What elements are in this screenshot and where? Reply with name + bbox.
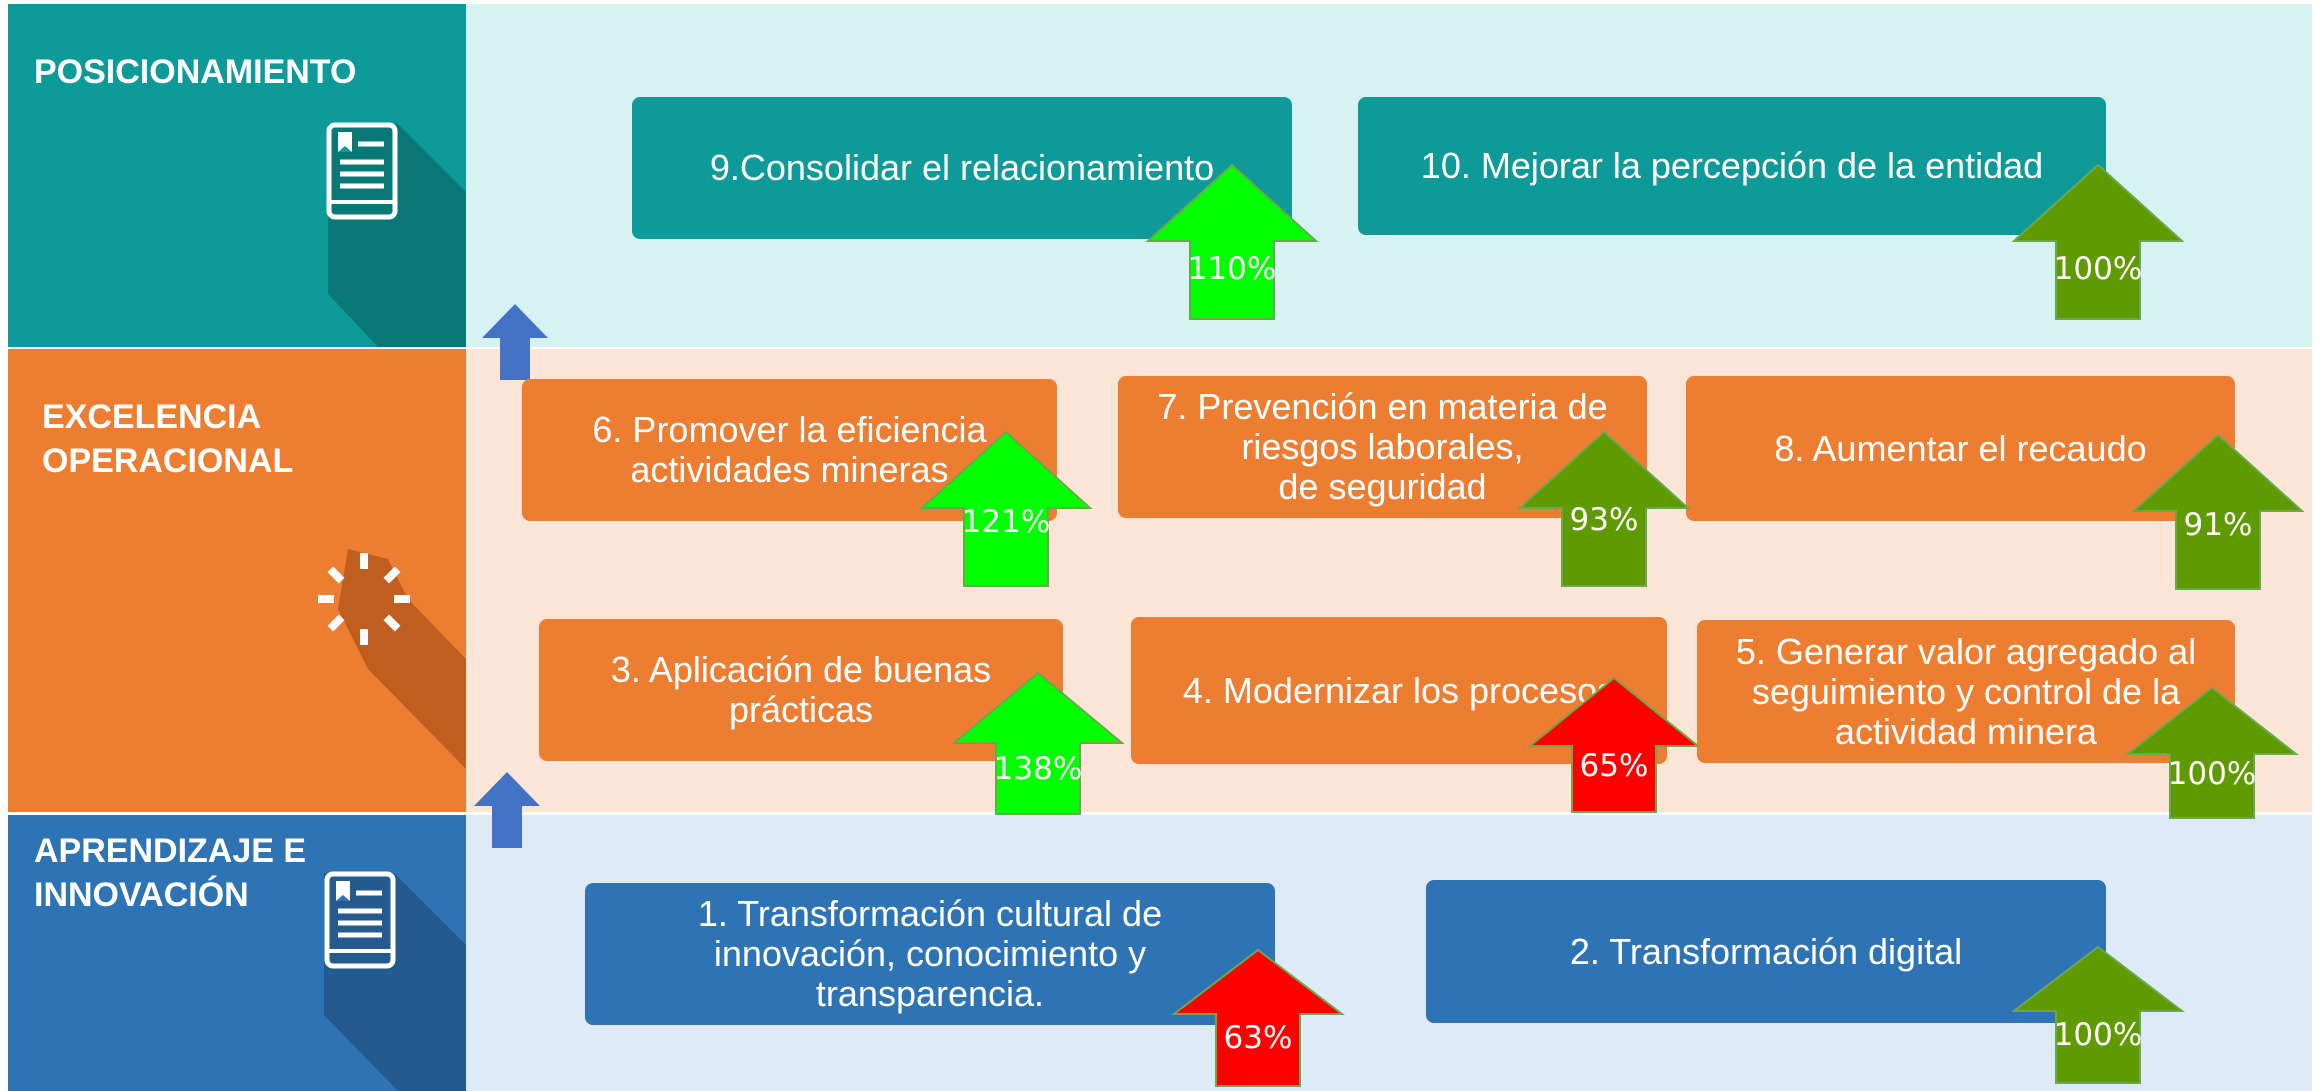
perspective-panel-excelencia-operacional: EXCELENCIA OPERACIONAL xyxy=(8,349,466,812)
long-shadow xyxy=(324,873,466,1091)
performance-arrow-6: 121% xyxy=(919,430,1093,588)
objective-box-9: 9.Consolidar el relacionamiento xyxy=(632,97,1292,239)
performance-percent: 63% xyxy=(1223,1020,1293,1056)
objective-box-10: 10. Mejorar la percepción de la entidad xyxy=(1358,97,2106,235)
perspective-panel-posicionamiento: POSICIONAMIENTO xyxy=(8,4,466,347)
performance-arrow-3: 138% xyxy=(951,671,1125,816)
up-arrow-icon xyxy=(482,304,548,380)
performance-arrow-7: 93% xyxy=(1517,430,1691,588)
long-shadow xyxy=(328,124,466,347)
sun-gear-icon xyxy=(318,553,410,645)
objective-box-8: 8. Aumentar el recaudo xyxy=(1686,376,2235,521)
performance-arrow-1: 63% xyxy=(1171,948,1345,1088)
performance-arrow-4: 65% xyxy=(1527,676,1701,814)
performance-percent: 100% xyxy=(2167,756,2257,792)
performance-percent: 110% xyxy=(1187,251,1277,287)
up-arrow-icon xyxy=(474,772,540,848)
performance-percent: 91% xyxy=(2183,507,2253,543)
performance-arrow-10: 100% xyxy=(2011,163,2185,321)
tablet-document-icon xyxy=(324,871,396,969)
performance-arrow-8: 91% xyxy=(2131,433,2305,591)
perspective-title: APRENDIZAJE E INNOVACIÓN xyxy=(34,832,307,914)
perspective-title: EXCELENCIA OPERACIONAL xyxy=(42,398,294,480)
performance-percent: 100% xyxy=(2053,1017,2143,1053)
performance-percent: 121% xyxy=(961,504,1051,540)
performance-arrow-5: 100% xyxy=(2125,686,2299,820)
performance-percent: 100% xyxy=(2053,251,2143,287)
objective-box-2: 2. Transformación digital xyxy=(1426,880,2106,1023)
performance-arrow-2: 100% xyxy=(2011,945,2185,1085)
objective-box-1: 1. Transformación cultural de innovación… xyxy=(585,883,1275,1025)
performance-percent: 65% xyxy=(1579,748,1649,784)
objective-box-7: 7. Prevención en materia de riesgos labo… xyxy=(1118,376,1647,518)
objective-box-6: 6. Promover la eficiencia actividades mi… xyxy=(522,379,1057,521)
tablet-document-icon xyxy=(326,122,398,220)
perspective-title: POSICIONAMIENTO xyxy=(34,53,357,91)
performance-arrow-9: 110% xyxy=(1145,163,1319,321)
perspective-panel-aprendizaje-innovacion: APRENDIZAJE E INNOVACIÓN xyxy=(8,815,466,1091)
performance-percent: 138% xyxy=(993,751,1083,787)
performance-percent: 93% xyxy=(1569,502,1639,538)
